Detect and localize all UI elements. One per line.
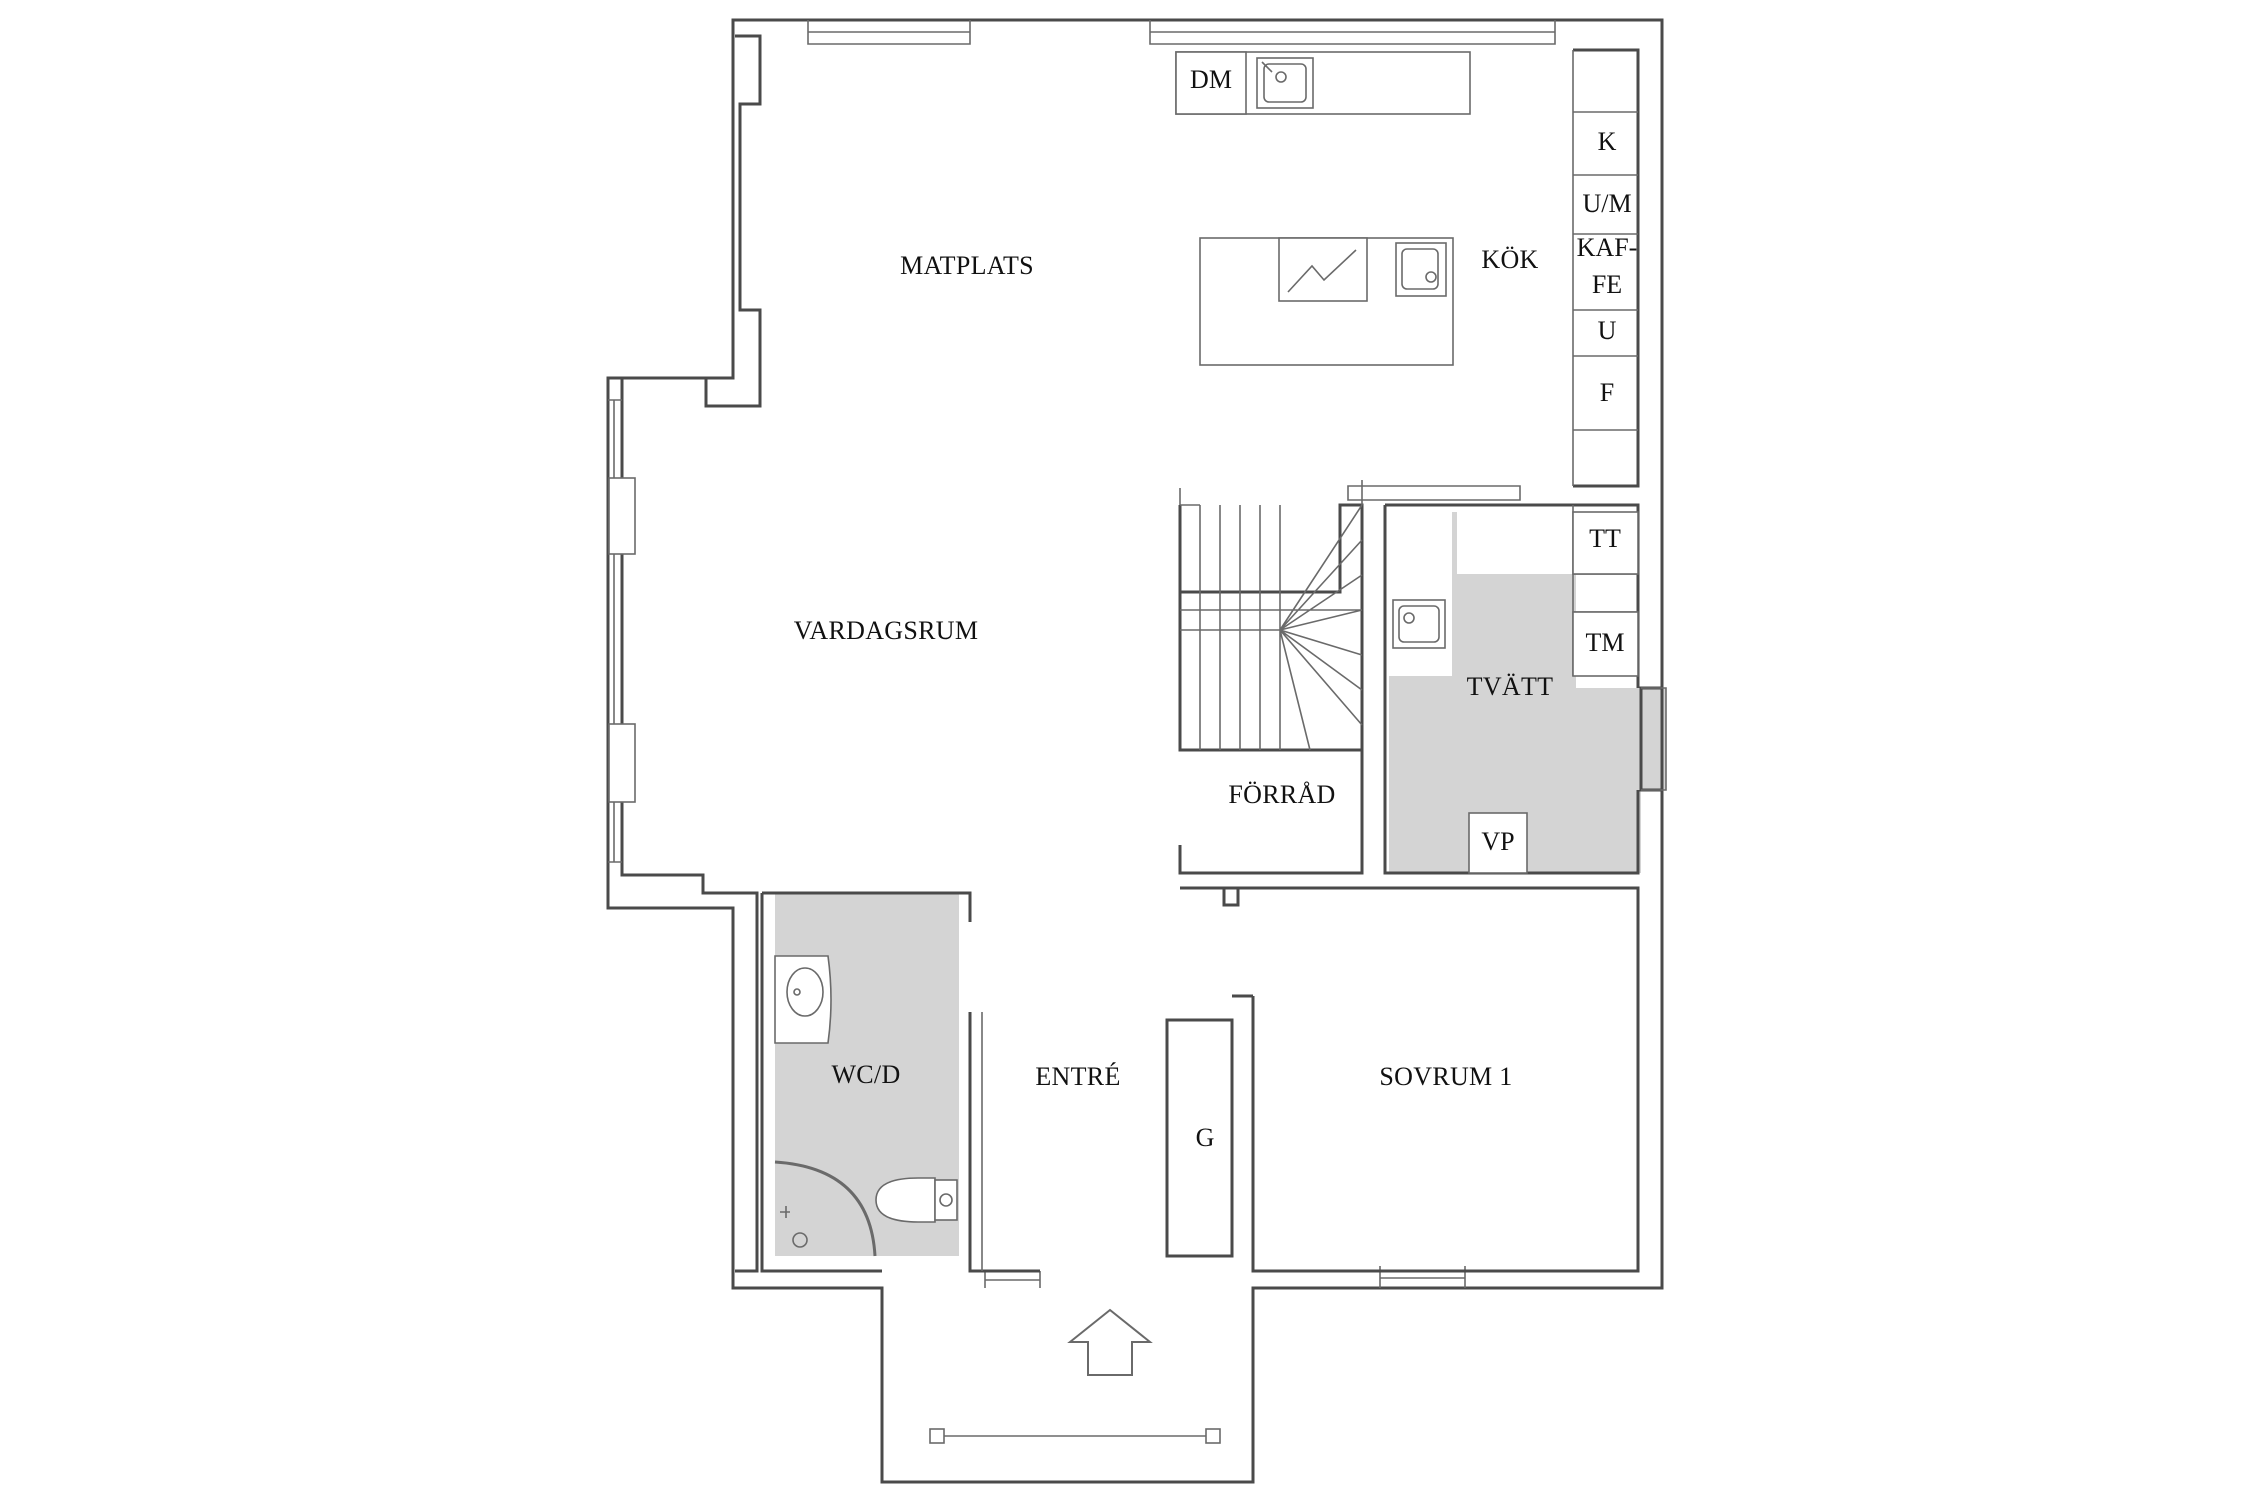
side-door-panel bbox=[1641, 687, 1667, 791]
outer-wall bbox=[606, 18, 1664, 1484]
exterior-walls bbox=[606, 18, 1667, 1484]
appliance-label-dm: DM bbox=[1190, 65, 1232, 94]
shower-arc bbox=[774, 1160, 877, 1257]
appliance-label-u: U bbox=[1598, 316, 1617, 345]
toilet-bowl bbox=[875, 1177, 936, 1223]
closet-walls bbox=[1165, 994, 1253, 1258]
wc-floor bbox=[775, 893, 959, 1256]
room-label-sovrum-1: SOVRUM 1 bbox=[1379, 1062, 1512, 1091]
toilet-button bbox=[939, 1193, 953, 1207]
porch-post-left bbox=[929, 1428, 945, 1444]
wc-walls bbox=[760, 891, 1040, 1273]
appliance-label-vp: VP bbox=[1481, 827, 1514, 856]
appliance-label-kaffe-2: FE bbox=[1592, 270, 1622, 299]
appliance-label-tm: TM bbox=[1586, 628, 1625, 657]
appliance-label-k: K bbox=[1598, 127, 1617, 156]
cooktop-zigzag bbox=[1287, 249, 1357, 293]
laundry-floor bbox=[1389, 512, 1666, 873]
room-label-entre: ENTRÉ bbox=[1035, 1062, 1120, 1091]
window-bottom-sovrum bbox=[1379, 1266, 1466, 1288]
laundry-sink-basin bbox=[1398, 605, 1440, 643]
washbasin-counter bbox=[774, 955, 832, 1044]
stair-and-storage-walls bbox=[1178, 505, 1364, 875]
room-label-wcd: WC/D bbox=[831, 1060, 900, 1089]
room-label-kok: KÖK bbox=[1481, 245, 1538, 274]
shower-tap bbox=[780, 1206, 790, 1218]
staircase bbox=[1178, 480, 1364, 752]
appliance-label-kaffe-1: KAF- bbox=[1577, 233, 1638, 262]
wet-areas bbox=[775, 512, 1666, 1256]
stair-rail bbox=[1179, 480, 1363, 506]
window-top-left bbox=[807, 20, 971, 45]
porch-post-right bbox=[1205, 1428, 1221, 1444]
room-label-tvatt: TVÄTT bbox=[1467, 672, 1554, 701]
entry-porch bbox=[929, 1308, 1221, 1444]
laundry-sink-drain bbox=[1403, 612, 1415, 624]
kitchen-cabinet-dividers bbox=[1572, 50, 1638, 486]
kitchen-sink-tap bbox=[1261, 61, 1273, 73]
kitchen-right-wall bbox=[1573, 48, 1640, 488]
inner-wall-line bbox=[620, 34, 762, 1273]
island-sink-drain bbox=[1425, 271, 1437, 283]
island-sink-basin bbox=[1401, 248, 1439, 290]
window-mullion-2 bbox=[608, 723, 636, 803]
washbasin-bowl bbox=[786, 967, 824, 1017]
washer-box bbox=[1572, 611, 1639, 677]
laundry-fixtures bbox=[1392, 511, 1639, 874]
stair-outline bbox=[1178, 503, 1364, 752]
cooktop-icon bbox=[1278, 237, 1368, 302]
kitchen-fixtures bbox=[1175, 51, 1471, 366]
room-label-forrad: FÖRRÅD bbox=[1228, 780, 1335, 809]
room-label-matplats: MATPLATS bbox=[900, 251, 1034, 280]
wc-fixtures bbox=[774, 955, 958, 1257]
appliance-labels: DM K U/M KAF- FE U F TT TM VP G bbox=[1190, 65, 1637, 1152]
porch-arrow bbox=[1067, 1308, 1153, 1376]
appliance-label-tt: TT bbox=[1589, 524, 1621, 553]
appliance-label-f: F bbox=[1600, 378, 1614, 407]
dishwasher-box bbox=[1175, 51, 1247, 115]
window-bottom-entre bbox=[984, 1271, 1041, 1288]
upper-partition bbox=[1347, 485, 1521, 501]
laundry-sink-icon bbox=[1392, 599, 1446, 649]
washbasin-drain bbox=[793, 988, 801, 996]
bedroom-walls bbox=[1180, 886, 1640, 1273]
heat-pump-box bbox=[1468, 812, 1528, 874]
toilet-tank bbox=[934, 1179, 958, 1221]
shower-drain bbox=[792, 1232, 808, 1248]
kitchen-sink-basin bbox=[1263, 63, 1307, 103]
stair-treads bbox=[1180, 504, 1363, 751]
window-mullion-1 bbox=[608, 477, 636, 555]
appliance-label-g: G bbox=[1196, 1123, 1215, 1152]
dryer-box bbox=[1572, 511, 1639, 575]
window-top-right bbox=[1149, 20, 1556, 45]
room-label-vardagsrum: VARDAGSRUM bbox=[794, 616, 979, 645]
kitchen-sink-drain bbox=[1275, 71, 1287, 83]
appliance-label-um: U/M bbox=[1582, 189, 1631, 218]
room-labels: MATPLATS KÖK VARDAGSRUM FÖRRÅD TVÄTT WC/… bbox=[794, 245, 1554, 1091]
